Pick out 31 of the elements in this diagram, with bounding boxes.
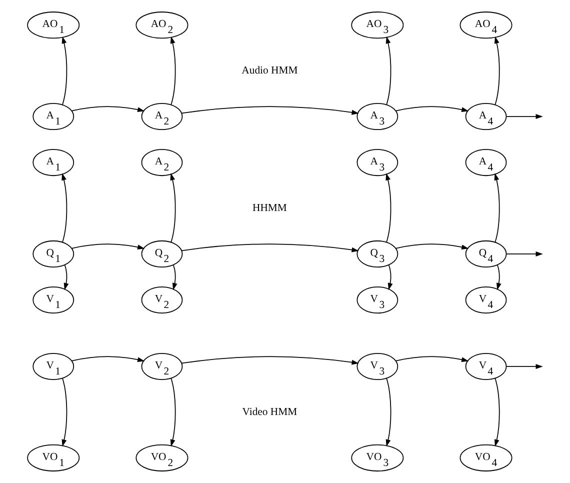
arrow [506, 251, 543, 256]
arrow [72, 356, 145, 362]
arrow [494, 173, 500, 242]
arrow [396, 106, 469, 112]
label: HHMM [252, 202, 287, 214]
arrow [72, 244, 145, 250]
arrow [170, 173, 176, 242]
arrow [170, 378, 176, 447]
arrow [386, 173, 392, 242]
arrow [386, 36, 392, 105]
arrow [62, 36, 68, 105]
arrow [72, 106, 145, 112]
arrow [62, 378, 68, 447]
arrow [386, 378, 392, 447]
label: Video HMM [242, 406, 298, 418]
arrow [172, 264, 178, 290]
arrow [396, 356, 469, 362]
arrow [181, 356, 359, 365]
arrow [494, 36, 500, 105]
arrow [64, 264, 69, 290]
arrow [496, 264, 502, 290]
arrow [506, 114, 543, 119]
arrow [62, 173, 68, 242]
arrow [494, 378, 500, 447]
arrow [181, 244, 359, 252]
arrow [170, 36, 176, 105]
arrow [388, 264, 393, 290]
label: Audio HMM [242, 64, 298, 77]
arrow [396, 244, 469, 250]
arrow [506, 364, 543, 369]
arrow [181, 106, 359, 115]
